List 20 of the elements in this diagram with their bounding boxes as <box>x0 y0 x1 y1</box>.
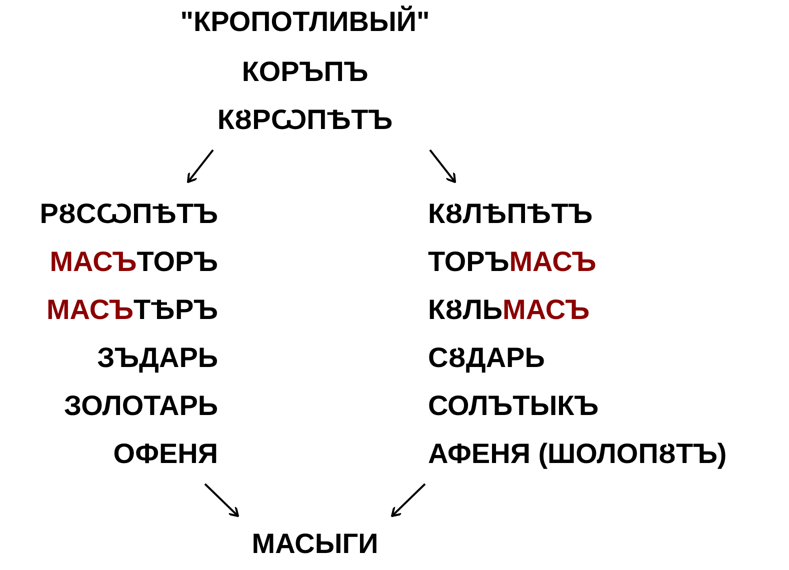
word-text: КȢРѠПѢТЪ <box>217 103 393 137</box>
word-text: ОФЕНЯ <box>113 437 218 471</box>
word-text: СОЛЪТЫКЪ <box>428 389 599 423</box>
word-text: ЗОЛОТАРЬ <box>64 389 218 423</box>
arrow <box>391 483 426 517</box>
word-text: АФЕНЯ (ШОЛОПȢТЪ) <box>428 437 727 471</box>
word-text: КОРЪПЪ <box>242 55 368 89</box>
arrow <box>204 483 239 517</box>
word-text: МАСЫГИ <box>252 527 378 561</box>
word-text: "КРОПОТЛИВЫЙ" <box>180 5 430 39</box>
word-text: ЗЪДАРЬ <box>97 341 218 375</box>
word-text: КȢЛѢПѢТЪ <box>428 197 593 231</box>
arrow <box>429 149 456 183</box>
word-text: РȢСѠПѢТЪ <box>40 197 218 231</box>
word-text: КȢЛЬМАСЪ <box>428 293 590 327</box>
word-text: МАСЪТѢРЪ <box>46 293 218 327</box>
word-text: МАСЪТОРЪ <box>50 245 218 279</box>
arrow <box>187 149 214 183</box>
word-text: ТОРЪМАСЪ <box>428 245 596 279</box>
word-text: СȢДАРЬ <box>428 341 545 375</box>
